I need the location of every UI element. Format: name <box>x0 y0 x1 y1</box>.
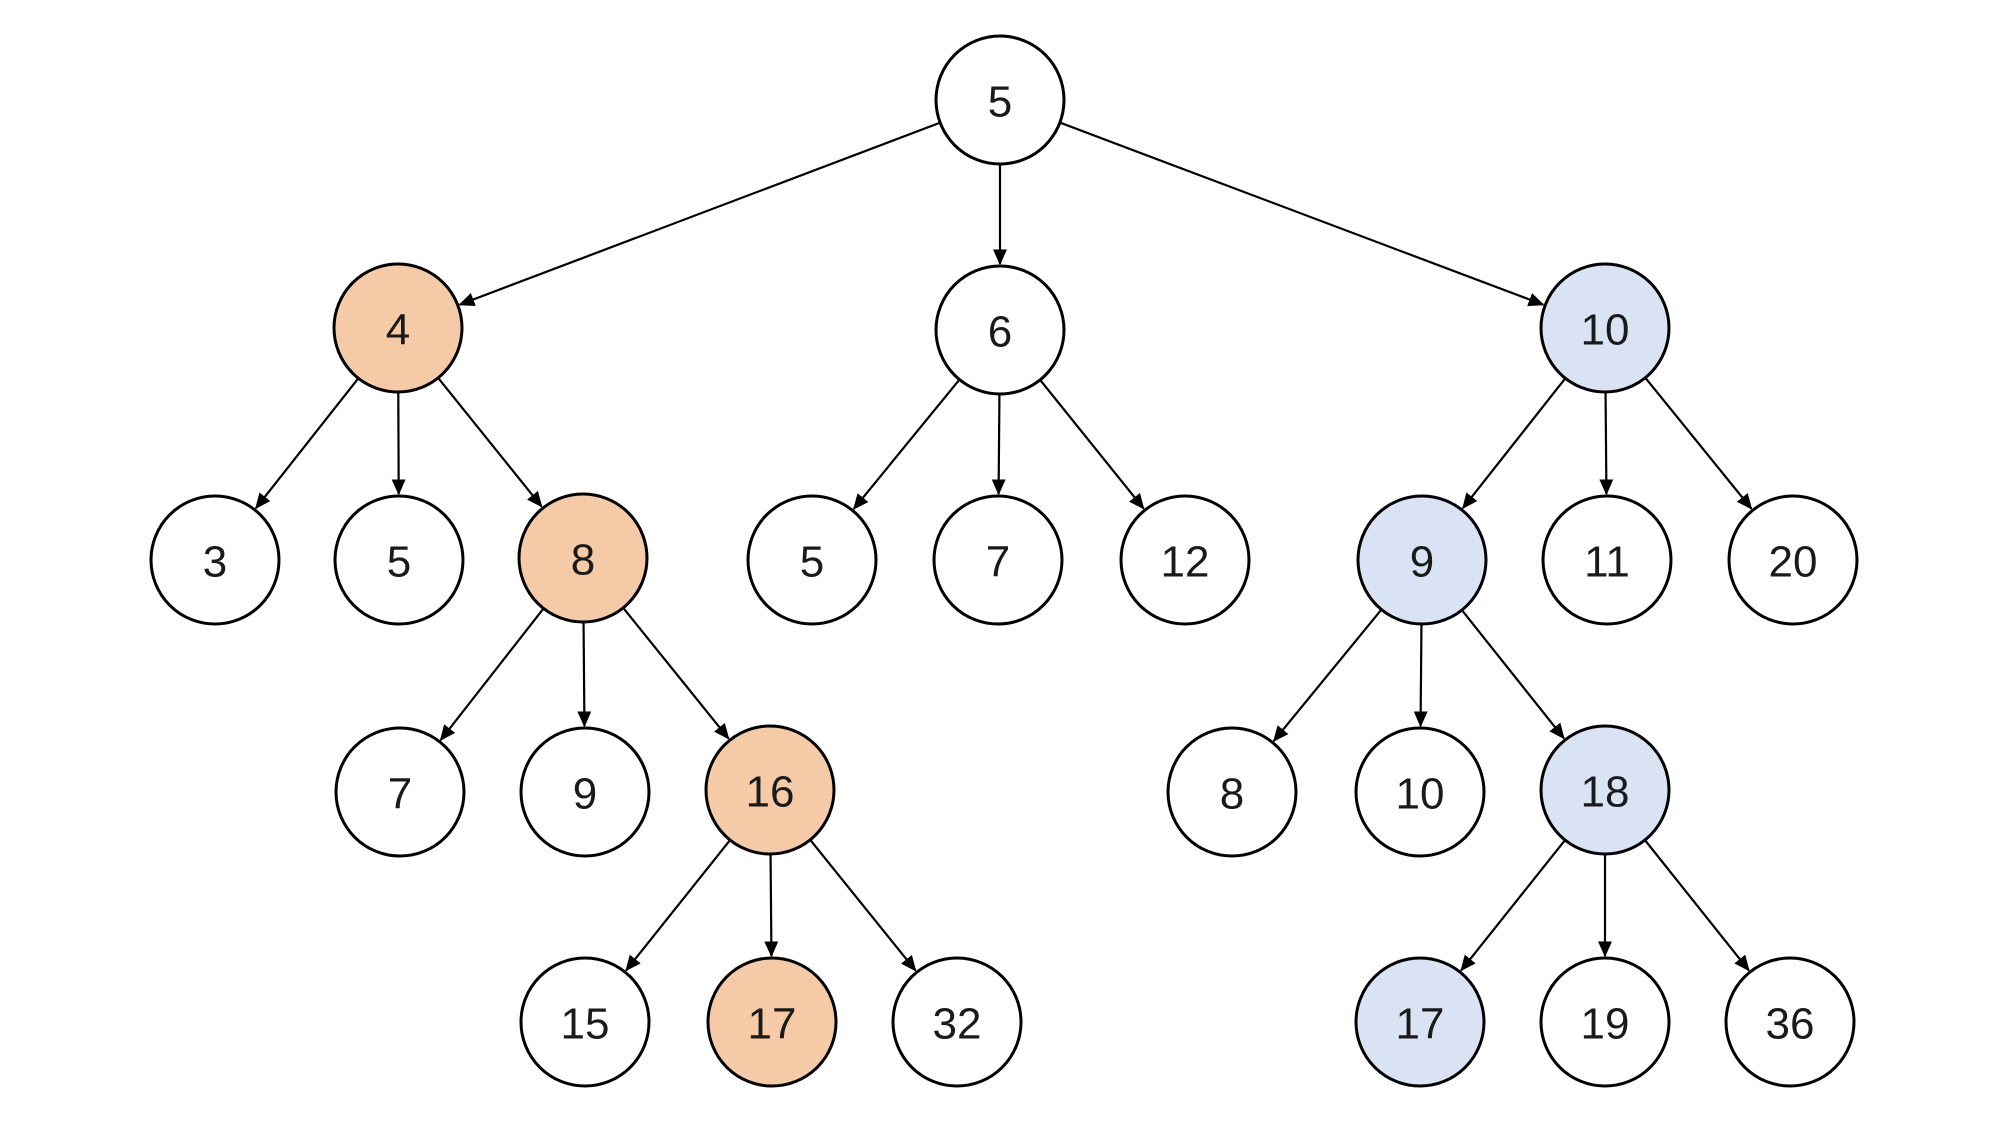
node-circle[interactable] <box>333 494 465 626</box>
tree-edge <box>1039 379 1145 510</box>
tree-node[interactable]: 11 <box>1541 494 1673 626</box>
node-circle[interactable] <box>706 956 838 1088</box>
node-circle[interactable] <box>1539 724 1671 856</box>
tree-edge <box>1599 392 1614 496</box>
tree-edge <box>809 839 917 972</box>
tree-node[interactable]: 9 <box>519 726 651 858</box>
tree-edge <box>625 840 731 972</box>
node-circle[interactable] <box>517 492 649 624</box>
node-circle[interactable] <box>149 494 281 626</box>
node-circle[interactable] <box>1166 726 1298 858</box>
tree-node[interactable]: 12 <box>1119 494 1251 626</box>
tree-node[interactable]: 10 <box>1539 262 1671 394</box>
node-circle[interactable] <box>1541 494 1673 626</box>
tree-node[interactable]: 8 <box>517 492 649 624</box>
node-circle[interactable] <box>1356 494 1488 626</box>
tree-node[interactable]: 4 <box>332 262 464 394</box>
tree-node[interactable]: 5 <box>934 34 1066 166</box>
tree-edge <box>1461 610 1565 740</box>
node-circle[interactable] <box>1724 956 1856 1088</box>
tree-node[interactable]: 3 <box>149 494 281 626</box>
tree-node[interactable]: 6 <box>934 264 1066 396</box>
tree-node[interactable]: 5 <box>746 494 878 626</box>
tree-edge <box>622 607 730 740</box>
tree-edge <box>852 379 960 510</box>
node-circle[interactable] <box>1354 726 1486 858</box>
node-circle[interactable] <box>519 726 651 858</box>
tree-node[interactable]: 15 <box>519 956 651 1088</box>
tree-node[interactable]: 20 <box>1727 494 1859 626</box>
tree-node[interactable]: 16 <box>704 724 836 856</box>
tree-node[interactable]: 9 <box>1356 494 1488 626</box>
node-circle[interactable] <box>332 262 464 394</box>
tree-edge <box>458 121 940 306</box>
tree-node[interactable]: 7 <box>334 726 466 858</box>
node-circle[interactable] <box>932 494 1064 626</box>
tree-node[interactable]: 19 <box>1539 956 1671 1088</box>
node-circle[interactable] <box>334 726 466 858</box>
tree-node[interactable]: 10 <box>1354 726 1486 858</box>
tree-node[interactable]: 18 <box>1539 724 1671 856</box>
tree-edge <box>1645 377 1753 510</box>
node-circle[interactable] <box>1539 262 1671 394</box>
tree-edge <box>437 377 543 508</box>
tree-node[interactable]: 7 <box>932 494 1064 626</box>
node-circle[interactable] <box>891 956 1023 1088</box>
tree-edge <box>255 378 359 510</box>
edges-layer <box>255 121 1753 972</box>
tree-edge <box>1460 840 1566 972</box>
tree-edge <box>764 854 779 958</box>
tree-node[interactable]: 8 <box>1166 726 1298 858</box>
node-circle[interactable] <box>1727 494 1859 626</box>
tree-edge <box>577 622 592 728</box>
tree-edge <box>1060 121 1545 307</box>
tree-edge <box>1413 624 1428 728</box>
node-circle[interactable] <box>704 724 836 856</box>
node-circle[interactable] <box>934 34 1066 166</box>
node-circle[interactable] <box>934 264 1066 396</box>
node-circle[interactable] <box>1119 494 1251 626</box>
tree-node[interactable]: 5 <box>333 494 465 626</box>
tree-edge <box>1462 378 1566 510</box>
tree-edge <box>1272 609 1382 742</box>
node-circle[interactable] <box>519 956 651 1088</box>
tree-node[interactable]: 36 <box>1724 956 1856 1088</box>
node-circle[interactable] <box>1354 956 1486 1088</box>
node-circle[interactable] <box>1539 956 1671 1088</box>
tree-edge <box>439 608 544 742</box>
tree-node[interactable]: 32 <box>891 956 1023 1088</box>
tree-edge <box>1644 840 1750 972</box>
tree-edge <box>991 394 1006 496</box>
tree-node[interactable]: 17 <box>706 956 838 1088</box>
tree-node[interactable]: 17 <box>1354 956 1486 1088</box>
node-circle[interactable] <box>746 494 878 626</box>
